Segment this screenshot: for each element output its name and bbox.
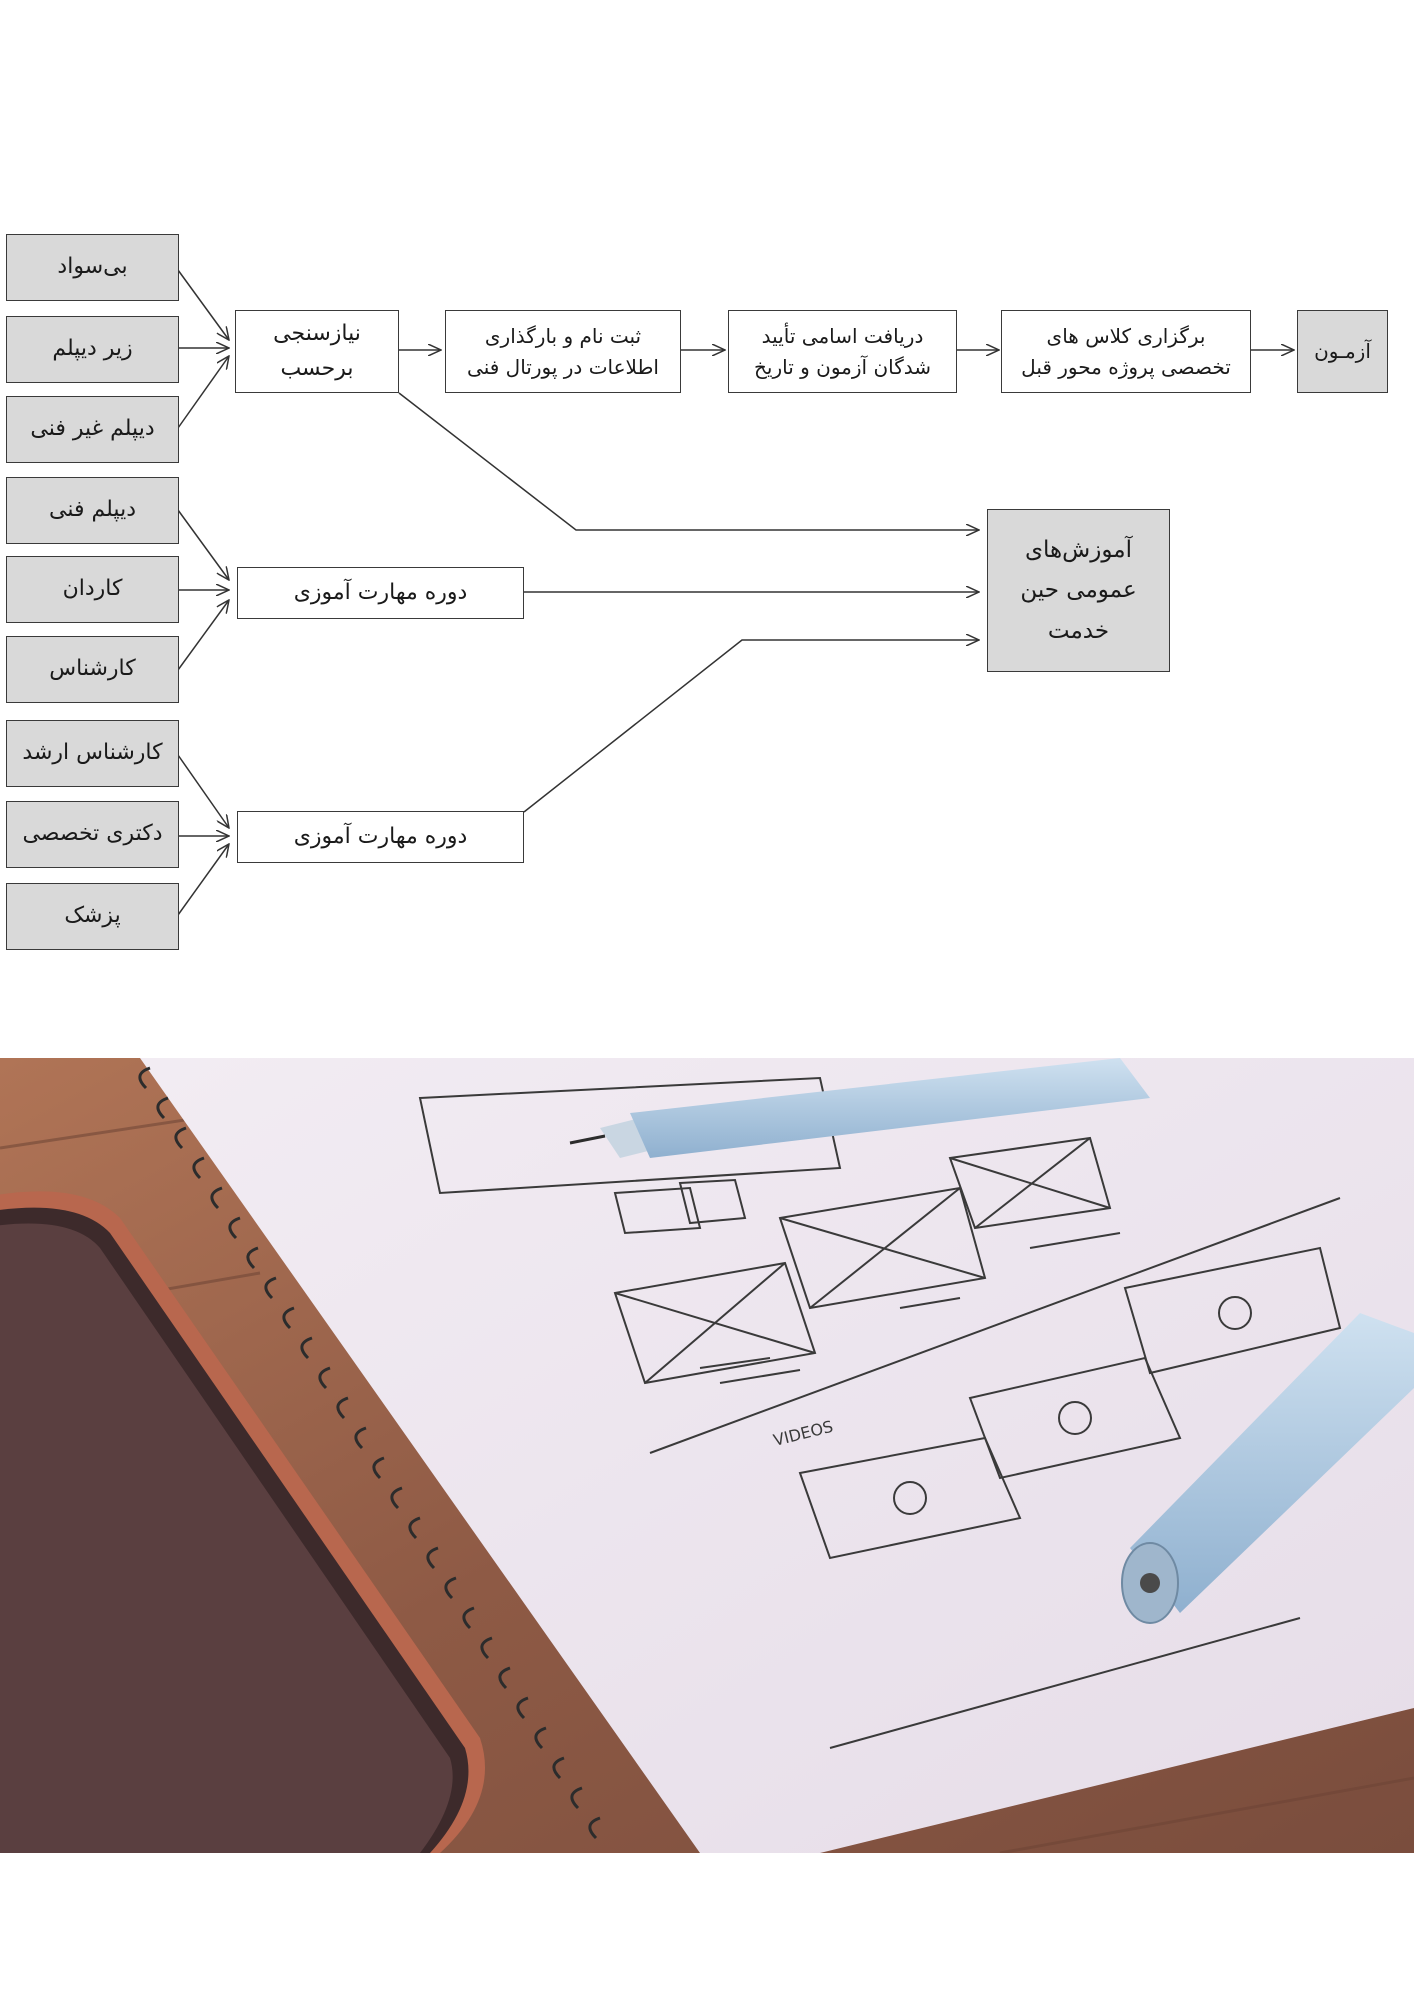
level-label: کاردان: [62, 576, 123, 602]
level-label: دیپلم فنی: [49, 497, 136, 523]
level-box-karshenas: کارشناس: [6, 636, 179, 703]
level-box-kardan: کاردان: [6, 556, 179, 623]
pen-icon: [569, 1058, 1150, 1158]
skill-course-box-1: دوره مهارت آموزی: [237, 567, 524, 619]
level-label: دکتری تخصصی: [22, 821, 163, 847]
step-line2: اطلاعات در پورتال فنی: [467, 354, 659, 379]
level-box-pezeshk: پزشک: [6, 883, 179, 950]
connector-course2-general: [523, 640, 979, 813]
needs-assessment-line1: نیازسنجی: [273, 321, 361, 347]
phone-icon: [0, 1191, 485, 1853]
needs-assessment-line2: برحسب: [280, 355, 354, 381]
exam-box: آزمـون: [1297, 310, 1388, 393]
level-box-zir-diplom: زیر دیپلم: [6, 316, 179, 383]
level-label: دیپلم غیر فنی: [30, 416, 155, 442]
step-line1: ثبت نام و بارگذاری: [484, 323, 642, 348]
level-label: پزشک: [64, 903, 121, 929]
general-training-line1: آموزش‌های: [1025, 537, 1132, 564]
step-line1: برگزاری کلاس های: [1046, 323, 1206, 348]
pen-cap-icon: [1121, 1313, 1414, 1624]
connector-diplomfanni-course1: [177, 509, 229, 580]
step-line2: تخصصی پروژه محور قبل: [1021, 354, 1231, 379]
connector-pezeshk-course2: [177, 844, 229, 916]
step-line2: شدگان آزمون و تاریخ: [753, 354, 932, 379]
general-training-box: آموزش‌های عمومی حین خدمت: [987, 509, 1170, 672]
skill-course-label: دوره مهارت آموزی: [293, 823, 468, 849]
wireframe-sketch: [418, 1076, 1342, 1749]
connector-bisavad-needs: [177, 269, 229, 340]
step-box-classes: برگزاری کلاس های تخصصی پروژه محور قبل: [1001, 310, 1251, 393]
level-label: بی‌سواد: [57, 254, 128, 280]
level-box-diplom-gheir-fanni: دیپلم غیر فنی: [6, 396, 179, 463]
step-box-register: ثبت نام و بارگذاری اطلاعات در پورتال فنی: [445, 310, 681, 393]
connector-arshad-course2: [177, 754, 229, 828]
level-box-diplom-fanni: دیپلم فنی: [6, 477, 179, 544]
step-box-approved: دریافت اسامی تأیید شدگان آزمون و تاریخ: [728, 310, 957, 393]
notebook-page: [140, 1058, 1414, 1853]
level-box-karshenas-arshad: کارشناس ارشد: [6, 720, 179, 787]
skill-course-label: دوره مهارت آموزی: [293, 579, 468, 605]
spiral-binding: [138, 1066, 601, 1840]
connector-diplomgheir-needs: [177, 356, 229, 429]
level-box-bisavad: بی‌سواد: [6, 234, 179, 301]
level-label: کارشناس ارشد: [22, 740, 163, 766]
general-training-line2: عمومی حین: [1020, 577, 1137, 604]
connector-karshenas-course1: [177, 600, 229, 671]
level-label: زیر دیپلم: [52, 336, 133, 362]
connector-needs-general: [398, 392, 979, 530]
flowchart-connectors: [177, 269, 1414, 916]
step-line1: دریافت اسامی تأیید: [761, 323, 924, 348]
skill-course-box-2: دوره مهارت آموزی: [237, 811, 524, 863]
level-box-doktori: دکتری تخصصی: [6, 801, 179, 868]
wireframe-sketch-photo: VIDEOS: [0, 1058, 1414, 1853]
needs-assessment-box: نیازسنجی برحسب: [235, 310, 399, 393]
exam-label: آزمـون: [1314, 339, 1371, 363]
level-label: کارشناس: [49, 656, 136, 682]
general-training-line3: خدمت: [1047, 617, 1110, 644]
